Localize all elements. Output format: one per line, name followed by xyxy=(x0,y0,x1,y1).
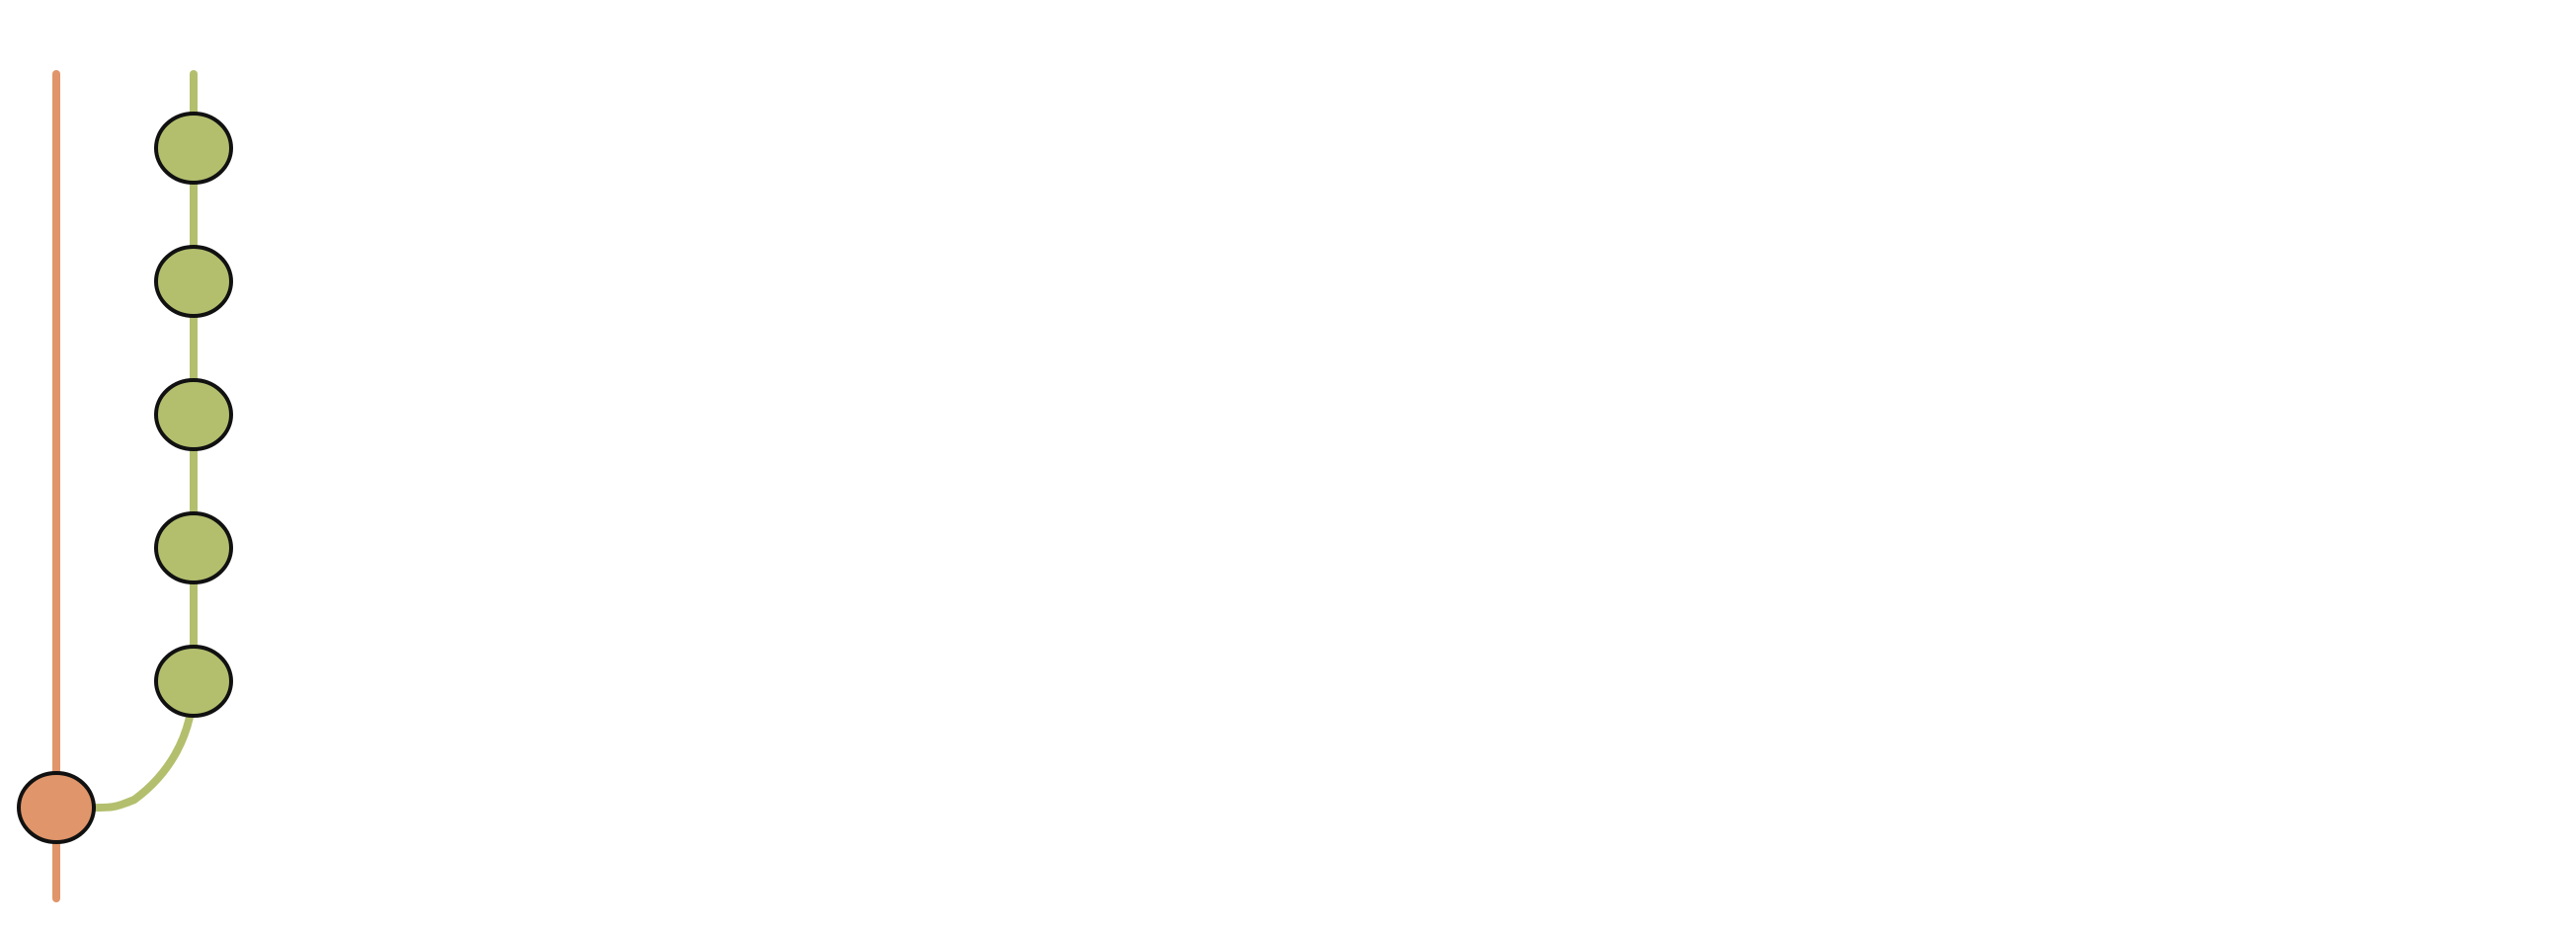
branch-lines xyxy=(52,70,198,902)
feature-commit-node xyxy=(154,511,233,584)
feature-commit-node xyxy=(154,645,233,718)
main-merge-commit-node xyxy=(17,771,96,844)
merge-curve xyxy=(52,677,198,813)
commit-nodes xyxy=(17,112,233,844)
feature-commit-node xyxy=(154,112,233,185)
feature-commit-node xyxy=(154,378,233,451)
feature-commit-node xyxy=(154,245,233,318)
